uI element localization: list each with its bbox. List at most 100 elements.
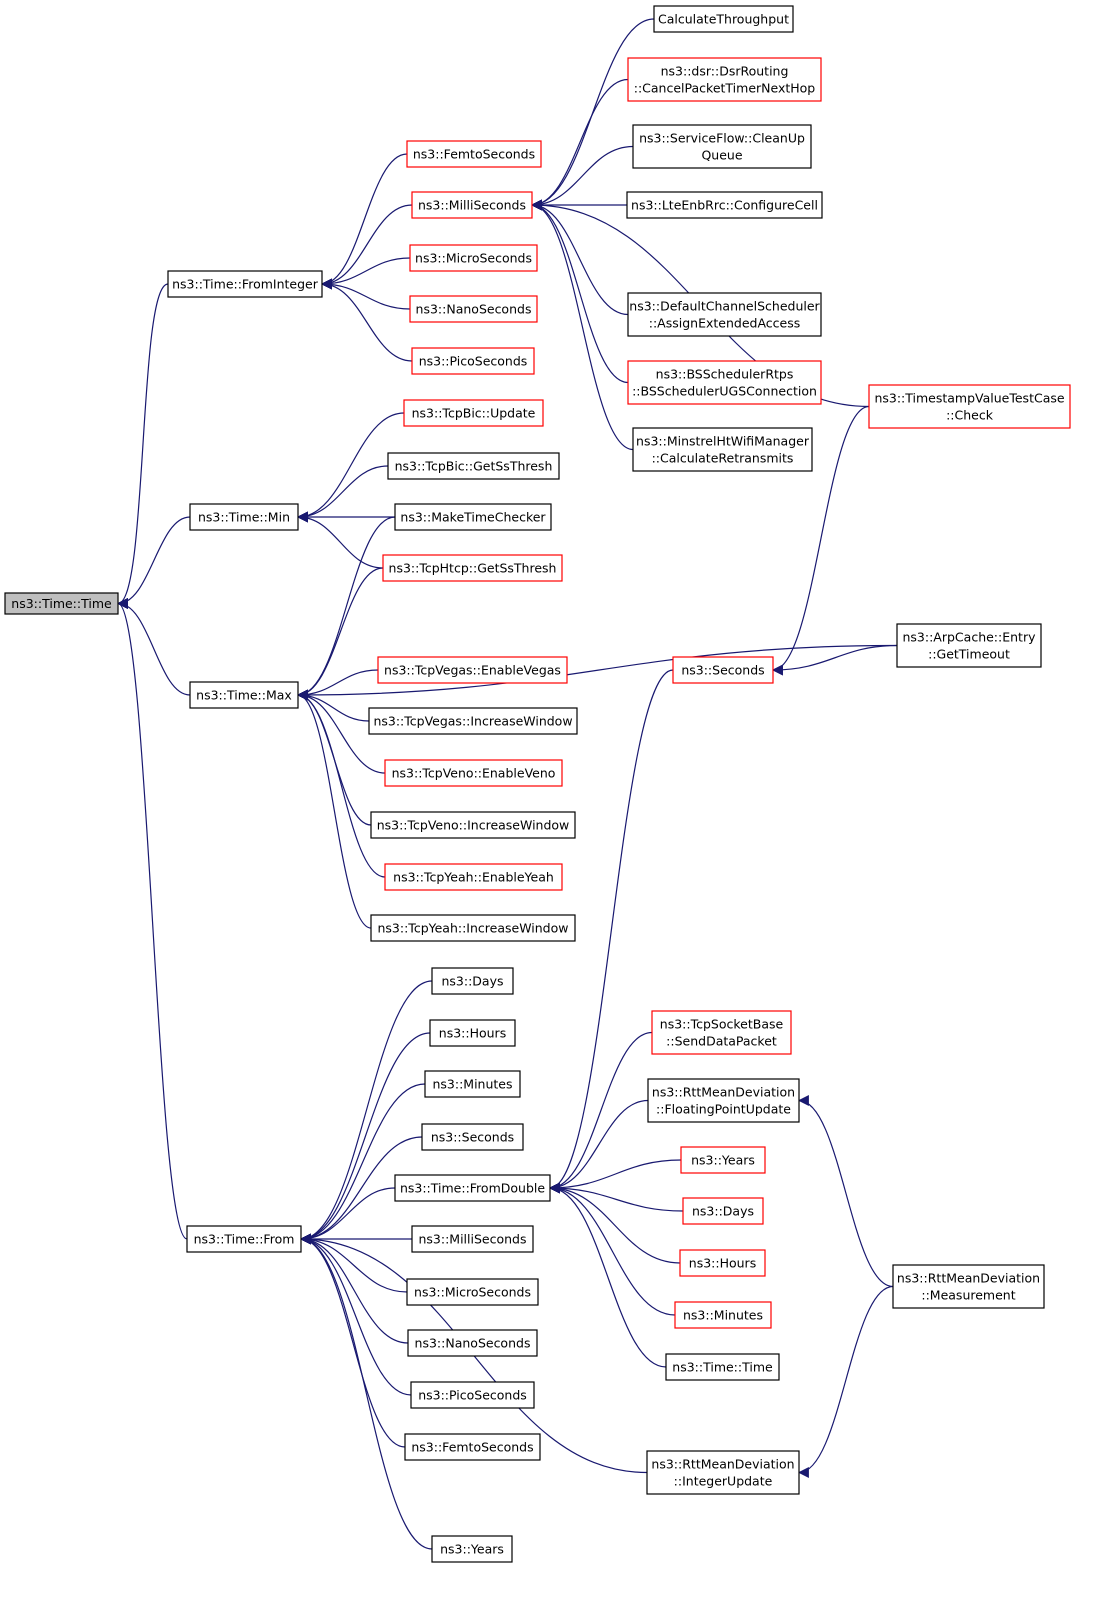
- node-years2[interactable]: ns3::Years: [431, 1535, 513, 1563]
- node-arpcache[interactable]: ns3::ArpCache::Entry::GetTimeout: [896, 623, 1042, 668]
- node-fromint[interactable]: ns3::Time::FromInteger: [167, 270, 323, 298]
- node-venoen[interactable]: ns3::TcpVeno::EnableVeno: [384, 759, 563, 787]
- node-nano1[interactable]: ns3::NanoSeconds: [409, 295, 538, 323]
- edge-minutes3-to-fromdouble: [548, 1182, 676, 1316]
- node-label: ns3::PicoSeconds: [419, 354, 528, 369]
- node-minstrel[interactable]: ns3::MinstrelHtWifiManager::CalculateRet…: [632, 427, 813, 472]
- node-defchan[interactable]: ns3::DefaultChannelScheduler::AssignExte…: [627, 292, 822, 337]
- node-femto1[interactable]: ns3::FemtoSeconds: [406, 140, 542, 168]
- node-timetime2[interactable]: ns3::Time::Time: [665, 1353, 780, 1381]
- node-micro1[interactable]: ns3::MicroSeconds: [409, 244, 538, 272]
- node-label: ns3::TcpSocketBase: [660, 1017, 784, 1032]
- node-label: ns3::RttMeanDeviation: [652, 1085, 795, 1100]
- edge-days3-to-fromdouble: [548, 1182, 684, 1212]
- node-hours2[interactable]: ns3::Hours: [429, 1019, 516, 1047]
- edge-bssched-to-milli1: [530, 199, 629, 384]
- node-label: ns3::FemtoSeconds: [411, 1440, 533, 1455]
- node-box: [186, 1225, 302, 1253]
- node-box: [387, 452, 560, 480]
- node-box: [632, 124, 812, 169]
- node-venoinc[interactable]: ns3::TcpVeno::IncreaseWindow: [370, 811, 576, 839]
- node-label: ::BSSchedulerUGSConnection: [632, 384, 817, 399]
- node-milli2[interactable]: ns3::MilliSeconds: [411, 1225, 534, 1253]
- edge-tsvalue-to-seconds1: [771, 405, 870, 676]
- node-dsr[interactable]: ns3::dsr::DsrRouting::CancelPacketTimerN…: [627, 57, 822, 102]
- node-femto2[interactable]: ns3::FemtoSeconds: [404, 1433, 541, 1461]
- node-box: [4, 592, 119, 615]
- node-min[interactable]: ns3::Time::Min: [189, 503, 299, 531]
- node-label: ::SendDataPacket: [666, 1034, 777, 1049]
- edge-calcthru-to-milli1: [530, 18, 655, 211]
- node-minutes3[interactable]: ns3::Minutes: [674, 1301, 772, 1329]
- node-tcphtcp[interactable]: ns3::TcpHtcp::GetSsThresh: [382, 554, 563, 582]
- node-tsvalue[interactable]: ns3::TimestampValueTestCase::Check: [868, 384, 1071, 429]
- node-box: [653, 5, 794, 33]
- node-root: ns3::Time::Time: [4, 592, 119, 615]
- edge-fromdouble-to-from: [299, 1187, 396, 1245]
- node-days2[interactable]: ns3::Days: [431, 967, 514, 995]
- node-box: [406, 140, 542, 168]
- node-box: [411, 191, 533, 219]
- edge-tcphtcp-to-min: [296, 511, 384, 569]
- node-nano2[interactable]: ns3::NanoSeconds: [407, 1329, 538, 1357]
- node-label: ns3::Days: [692, 1204, 754, 1219]
- node-label: ns3::MinstrelHtWifiManager: [636, 434, 810, 449]
- node-box: [682, 1197, 764, 1225]
- node-box: [407, 1329, 538, 1357]
- node-calcthru[interactable]: CalculateThroughput: [653, 5, 794, 33]
- edge-micro2-to-from: [299, 1233, 408, 1293]
- node-lteenb[interactable]: ns3::LteEnbRrc::ConfigureCell: [626, 191, 823, 219]
- node-label: ns3::MilliSeconds: [418, 1232, 526, 1247]
- node-label: ns3::Years: [691, 1153, 755, 1168]
- node-label: ::FloatingPointUpdate: [656, 1102, 791, 1117]
- node-fromdouble[interactable]: ns3::Time::FromDouble: [394, 1174, 551, 1202]
- node-yeahinc[interactable]: ns3::TcpYeah::IncreaseWindow: [370, 914, 576, 942]
- edge-venoen-to-max: [296, 689, 386, 774]
- node-days3[interactable]: ns3::Days: [682, 1197, 764, 1225]
- node-vegasinc[interactable]: ns3::TcpVegas::IncreaseWindow: [368, 707, 578, 735]
- node-tcpsock[interactable]: ns3::TcpSocketBase::SendDataPacket: [651, 1010, 792, 1055]
- node-rttfloat[interactable]: ns3::RttMeanDeviation::FloatingPointUpda…: [647, 1078, 800, 1123]
- node-bssched[interactable]: ns3::BSSchedulerRtps::BSSchedulerUGSConn…: [627, 360, 822, 405]
- node-pico2[interactable]: ns3::PicoSeconds: [410, 1381, 535, 1409]
- node-hours3[interactable]: ns3::Hours: [679, 1249, 766, 1277]
- edge-minstrel-to-milli1: [530, 199, 634, 451]
- node-box: [370, 914, 576, 942]
- node-milli1[interactable]: ns3::MilliSeconds: [411, 191, 533, 219]
- node-label: ::AssignExtendedAccess: [649, 316, 801, 331]
- node-label: ns3::TcpYeah::IncreaseWindow: [378, 921, 569, 936]
- node-label: ns3::MilliSeconds: [418, 198, 526, 213]
- node-box: [647, 1078, 800, 1123]
- node-box: [431, 1535, 513, 1563]
- node-box: [409, 295, 538, 323]
- node-vegasen[interactable]: ns3::TcpVegas::EnableVegas: [377, 656, 568, 684]
- edge-max-to-root: [116, 598, 191, 696]
- node-box: [406, 1278, 539, 1306]
- node-label: ns3::NanoSeconds: [415, 1336, 531, 1351]
- node-rttint[interactable]: ns3::RttMeanDeviation::IntegerUpdate: [646, 1450, 800, 1495]
- edge-from-to-root: [116, 598, 188, 1240]
- node-micro2[interactable]: ns3::MicroSeconds: [406, 1278, 539, 1306]
- node-label: ns3::ArpCache::Entry: [903, 630, 1037, 645]
- node-label: ns3::Hours: [439, 1026, 506, 1041]
- node-from[interactable]: ns3::Time::From: [186, 1225, 302, 1253]
- node-box: [368, 707, 578, 735]
- node-maketime[interactable]: ns3::MakeTimeChecker: [394, 503, 552, 531]
- node-years3[interactable]: ns3::Years: [680, 1146, 766, 1174]
- node-label: ns3::TcpVegas::EnableVegas: [384, 663, 561, 678]
- node-seconds1[interactable]: ns3::Seconds: [672, 656, 774, 684]
- node-box: [370, 811, 576, 839]
- node-label: CalculateThroughput: [658, 12, 789, 27]
- node-label: Queue: [701, 148, 742, 163]
- node-seconds2[interactable]: ns3::Seconds: [421, 1123, 524, 1151]
- node-yeahen[interactable]: ns3::TcpYeah::EnableYeah: [384, 863, 563, 891]
- node-pico1[interactable]: ns3::PicoSeconds: [411, 347, 535, 375]
- node-minutes2[interactable]: ns3::Minutes: [424, 1070, 521, 1098]
- edge-tcpbicget-to-min: [296, 465, 389, 523]
- node-label: ns3::TcpBic::Update: [412, 406, 536, 421]
- node-tcpbicupd[interactable]: ns3::TcpBic::Update: [403, 399, 544, 427]
- node-rttmeas[interactable]: ns3::RttMeanDeviation::Measurement: [892, 1264, 1045, 1309]
- node-tcpbicget[interactable]: ns3::TcpBic::GetSsThresh: [387, 452, 560, 480]
- node-max[interactable]: ns3::Time::Max: [189, 681, 299, 709]
